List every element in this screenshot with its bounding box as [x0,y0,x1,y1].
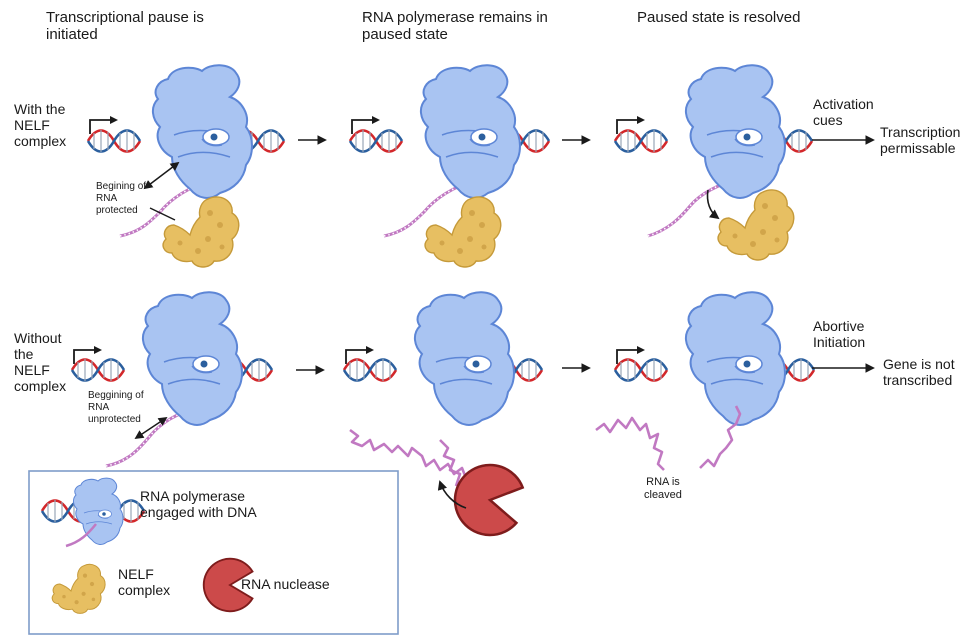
label-gene-not-transcribed: Gene is not transcribed [883,356,955,389]
dna-icon [348,128,404,154]
header-pause-resolved: Paused state is resolved [637,9,801,26]
nelf-complex-icon [162,196,240,268]
dna-icon [70,357,126,383]
row2-panel3 [595,291,816,471]
cleaved-rna-icon [699,405,742,469]
label-transcription-permissable: Transcription permissable [880,124,961,157]
row2-panel2 [342,291,544,541]
dna-icon [342,357,398,383]
row-label-without-nelf: Without the NELF complex [14,330,67,395]
header-pause-initiated: Transcriptional pause is initiated [46,9,204,44]
rna-polymerase-icon [151,64,253,199]
label-activation-cues: Activation cues [813,96,874,129]
rna-polymerase-icon [141,291,243,426]
legend-polymerase-swatch [40,477,146,548]
label-abortive-initiation: Abortive Initiation [813,318,866,351]
legend-label-nelf: NELF complex [118,566,171,599]
rna-polymerase-icon [684,64,786,199]
nelf-complex-icon [424,196,502,268]
dna-icon [613,357,669,383]
dna-icon [613,128,669,154]
rna-nuclease-icon [448,458,527,541]
annotation-rna-unprotected: Beggining of RNA unprotected [88,390,144,425]
dna-icon [86,128,142,154]
rna-polymerase-icon [684,291,786,426]
row2-panel1 [70,291,274,468]
rna-polymerase-icon [419,64,521,199]
header-paused-state: RNA polymerase remains in paused state [362,9,548,44]
annotation-rna-protected: Begining of RNA protected [96,181,147,216]
annotation-rna-cleaved: RNA is cleaved [644,476,682,501]
rna-polymerase-icon [413,291,515,426]
legend-label-nuclease: RNA nuclease [241,576,330,592]
row1-panel3 [613,64,814,261]
legend-label-polymerase: RNA polymerase engaged with DNA [140,488,257,521]
cleaved-rna-icon [595,416,665,471]
nelf-complex-icon [717,189,795,261]
row-label-with-nelf: With the NELF complex [14,101,67,150]
row1-panel2 [348,64,551,268]
row1-panel1 [86,64,286,268]
